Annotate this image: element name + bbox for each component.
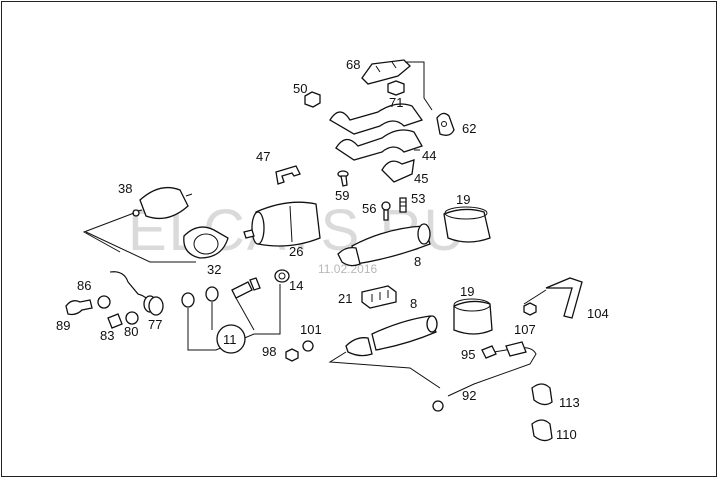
- callout-68: 68: [346, 57, 360, 72]
- part-59-screw[interactable]: [337, 170, 349, 187]
- callout-104: 104: [587, 306, 609, 321]
- part-110-clamp[interactable]: [531, 419, 553, 442]
- part-38-accumulator[interactable]: [132, 186, 193, 220]
- part-80-washer[interactable]: [125, 311, 139, 325]
- callout-83: 83: [100, 328, 114, 343]
- part-56-screw[interactable]: [381, 201, 391, 221]
- part-32-bracket[interactable]: [183, 226, 229, 259]
- callout-14: 14: [289, 278, 303, 293]
- part-104-holder[interactable]: [545, 277, 583, 319]
- callout-11: 11: [223, 332, 237, 347]
- callout-59: 59: [335, 188, 349, 203]
- part-14-washer[interactable]: [274, 269, 290, 283]
- callout-80: 80: [124, 324, 138, 339]
- callout-110: 110: [556, 427, 577, 442]
- callout-45: 45: [414, 171, 428, 186]
- part-113-clamp[interactable]: [531, 383, 553, 406]
- part-47-clip[interactable]: [275, 165, 301, 185]
- part-68-bracket[interactable]: [361, 59, 411, 85]
- part-50-nut[interactable]: [304, 91, 321, 108]
- callout-113: 113: [559, 395, 580, 410]
- part-washer-b[interactable]: [205, 286, 219, 302]
- part-8-fuel-pump-lower[interactable]: [345, 315, 438, 357]
- callout-98: 98: [262, 344, 276, 359]
- callout-47: 47: [256, 149, 270, 164]
- callout-62: 62: [462, 121, 476, 136]
- part-77-fitting[interactable]: [148, 296, 164, 316]
- callout-86: 86: [77, 278, 91, 293]
- callout-38: 38: [118, 181, 132, 196]
- part-53-screw[interactable]: [399, 197, 407, 213]
- part-83-fitting[interactable]: [107, 313, 123, 329]
- part-95-fuel-line[interactable]: [447, 341, 537, 397]
- callout-95: 95: [461, 347, 475, 362]
- part-21-connector[interactable]: [361, 285, 397, 309]
- callout-19-lower: 19: [460, 284, 474, 299]
- callout-89: 89: [56, 318, 70, 333]
- callout-92: 92: [462, 388, 476, 403]
- callout-8-upper: 8: [414, 254, 421, 269]
- part-92-line-end[interactable]: [432, 400, 444, 412]
- callout-53: 53: [411, 191, 425, 206]
- callout-19-upper: 19: [456, 192, 470, 207]
- part-107-nut[interactable]: [523, 302, 537, 316]
- callout-8-lower: 8: [410, 296, 417, 311]
- callout-21: 21: [338, 291, 352, 306]
- part-71-nut[interactable]: [387, 80, 405, 96]
- part-98-nut[interactable]: [285, 348, 299, 362]
- part-19-sleeve-upper[interactable]: [443, 206, 491, 243]
- part-19-sleeve-lower[interactable]: [453, 298, 493, 335]
- callout-77: 77: [148, 317, 162, 332]
- callout-107: 107: [514, 322, 536, 337]
- part-washer-a[interactable]: [181, 292, 195, 308]
- callout-101: 101: [300, 322, 322, 337]
- part-62-rubber-mount[interactable]: [436, 112, 455, 136]
- callout-11-circle: [216, 324, 246, 354]
- part-44-clamp[interactable]: [329, 103, 424, 183]
- callout-32: 32: [207, 262, 221, 277]
- part-26-fuel-filter[interactable]: [243, 201, 321, 247]
- part-washer-89b[interactable]: [97, 295, 111, 309]
- part-8-fuel-pump-upper[interactable]: [337, 223, 431, 267]
- part-89-banjo-bolt[interactable]: [65, 299, 93, 316]
- callout-44: 44: [422, 148, 436, 163]
- part-hollow-bolt[interactable]: [231, 277, 261, 299]
- callout-26: 26: [289, 244, 303, 259]
- callout-50: 50: [293, 81, 307, 96]
- part-101-lock-washer[interactable]: [302, 340, 314, 352]
- date-stamp: 11.02.2016: [318, 262, 377, 276]
- callout-56: 56: [362, 201, 376, 216]
- callout-71: 71: [389, 95, 403, 110]
